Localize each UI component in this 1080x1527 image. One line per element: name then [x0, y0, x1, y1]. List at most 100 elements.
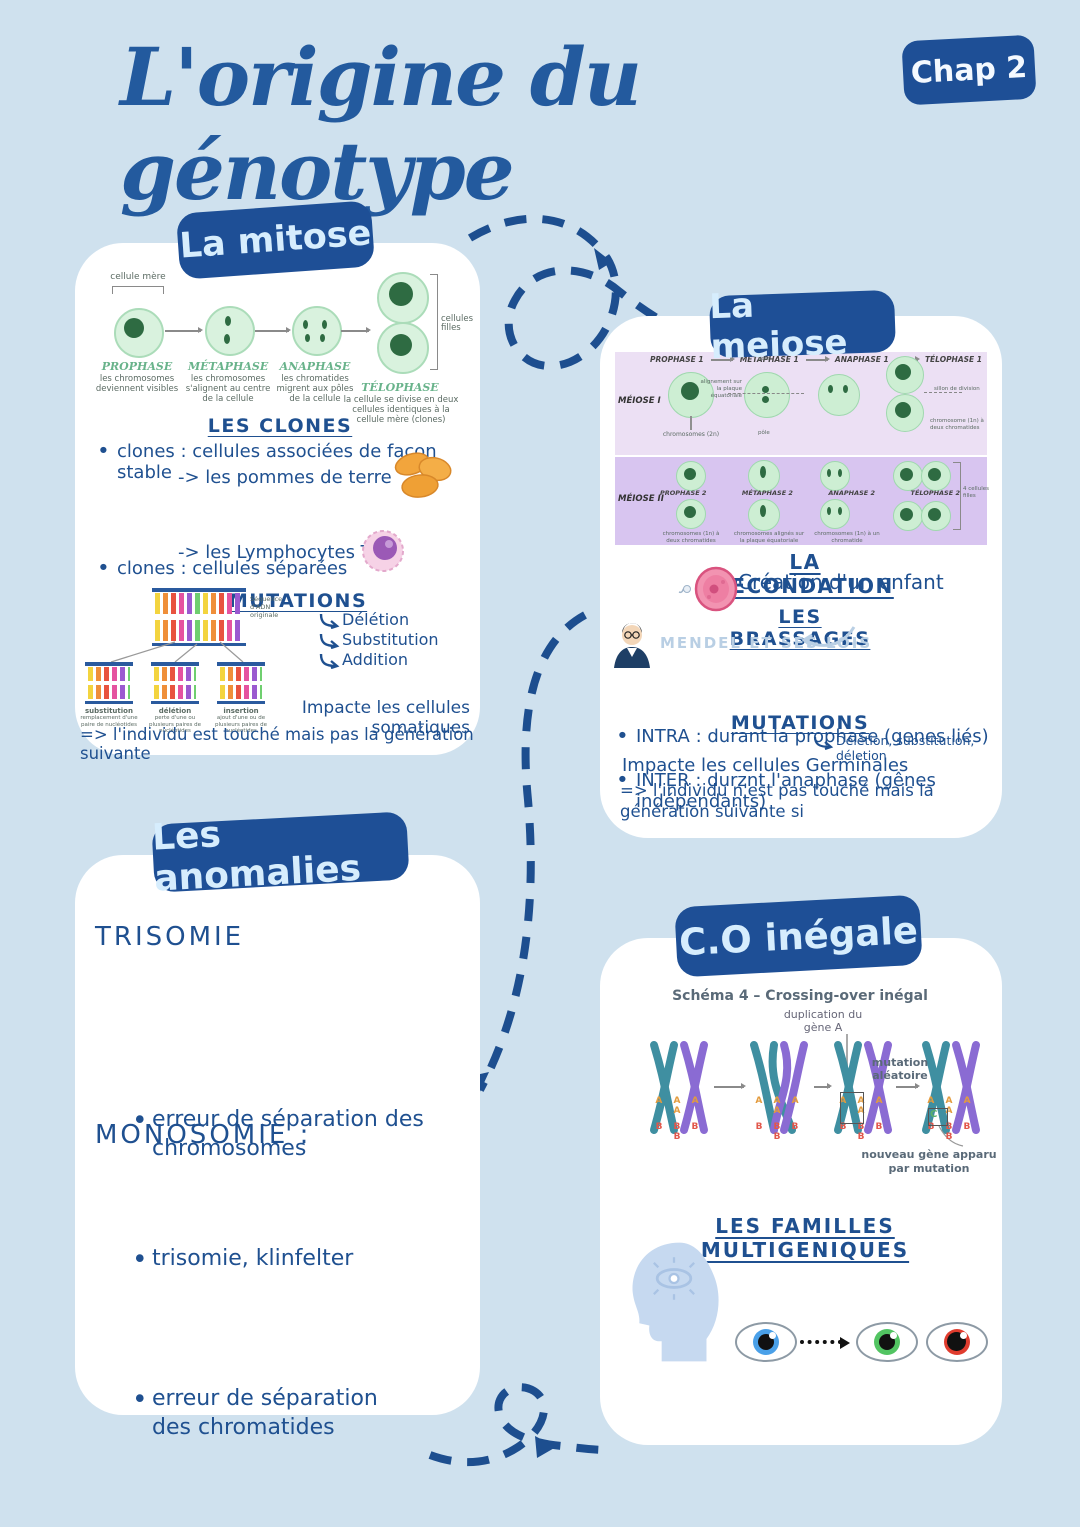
dna-diagram-desc: perte d'une ou plusieurs paires de nuclé…: [148, 715, 202, 735]
gene-b-row: B B B B: [927, 1122, 975, 1142]
gene-a-row: A A A A: [839, 1096, 887, 1116]
dna-diagram-desc: remplacement d'une paire de nucléotides: [80, 715, 138, 728]
meiose2-label: MÉIOSE II: [618, 494, 664, 504]
mutation-type: Addition: [342, 650, 409, 669]
phase-label: TÉLOPHASE: [361, 381, 439, 394]
monosomie-item: erreur de séparation des chromatides: [130, 1383, 412, 1442]
branch-arrow-icon: [319, 653, 340, 669]
ann-pole-bottom: pôle: [758, 430, 770, 436]
badge-meiose: La meiose: [709, 286, 897, 367]
new-gene-pointer-line: [938, 1125, 964, 1147]
branch-arrow-icon: [319, 633, 340, 649]
intra-item: INTRA : durant la prophase (genes liés): [614, 724, 1026, 749]
trisomie-heading: TRISOMIE: [95, 922, 245, 952]
clone-item-1: clones : cellules associées de façon sta…: [95, 439, 477, 483]
meiose-mutation-types: Délétion, substitution, déletion: [836, 733, 975, 763]
clone-item-1-sub: -> les pommes de terre: [178, 467, 392, 488]
familles-heading: LES FAMILLES MULTIGENIQUES: [700, 1214, 910, 1262]
lymphocyte-icon: [362, 530, 404, 572]
ann-4-cellules: 4 cellules filles: [963, 486, 989, 499]
dna-branch-lines: [110, 641, 244, 663]
green-eye-icon: [856, 1322, 918, 1362]
gene-a-row: A A A A: [755, 1096, 803, 1116]
branch-arrow-icon: [813, 736, 834, 750]
chapter-badge: Chap 2: [901, 34, 1037, 106]
dna-diagram-name: délétion: [158, 707, 192, 715]
gene-b-row: B B B B: [655, 1122, 703, 1142]
arrow-icon: [896, 1083, 920, 1089]
trisomie-item: erreur de séparation des chromosomes: [130, 1104, 452, 1163]
phase-label: MÉTAPHASE: [188, 360, 269, 373]
dna-diagram-name: substitution: [85, 707, 133, 715]
new-gene-label: nouveau gène apparu par mutation: [861, 1148, 997, 1175]
chromosome-pair-1: [650, 1041, 708, 1134]
mutation-arrow-label: mutation aléatoire: [871, 1056, 929, 1083]
badge-crossing-over: C.O inégale: [674, 894, 923, 978]
fecondation-text: Création d'un enfant: [738, 570, 944, 594]
meiose-impact: Impacte les cellules Germinales: [622, 755, 909, 776]
new-gene-letter: C: [930, 1109, 938, 1120]
new-gene-box: [928, 1108, 948, 1126]
mendel-icon: [614, 623, 650, 668]
egg-cell-icon: [678, 566, 738, 612]
red-eye-icon: [926, 1322, 988, 1362]
monosomie-heading: MONOSOMIE :: [95, 1120, 312, 1150]
dna-deletion-diagram: [151, 662, 199, 704]
mutations-heading: MUTATIONS: [228, 590, 368, 612]
ann2-chromosomes-1n-2c: chromosomes (1n) à deux chromatides: [662, 531, 720, 544]
potatoes-icon: [394, 452, 452, 498]
arrow-icon: [341, 327, 371, 333]
dna-substitution-diagram: [85, 662, 133, 704]
schema-title: Schéma 4 – Crossing-over inégal: [672, 988, 928, 1004]
daughter-cells-label: cellules filles: [441, 314, 474, 334]
phase-desc: la cellule se divise en deux cellules id…: [343, 395, 459, 426]
ann-alignement: alignement sur la plaque équatoriale: [700, 379, 742, 399]
duplicated-gene-box: [840, 1092, 864, 1124]
metaphase-cell: [205, 306, 255, 356]
clones-heading: LES CLONES: [207, 415, 353, 437]
phase-label: ANAPHASE: [279, 360, 351, 373]
four-cells-bracket: [953, 462, 961, 530]
chromosome-pair-4-mutated: [922, 1041, 980, 1134]
mother-cell-bracket: [112, 286, 164, 294]
meiose1-phase: ANAPHASE 1: [834, 355, 889, 364]
meiose2-phase: MÉTAPHASE 2: [741, 489, 793, 497]
arrow-icon: [255, 327, 291, 333]
phase-desc: les chromatides migrent aux pôles de la …: [276, 374, 354, 405]
meiose-mutations-heading: MUTATIONS: [730, 712, 870, 734]
gene-b-row: B B B B: [839, 1122, 887, 1142]
ann-chromosomes-2n: chromosomes (2n): [662, 431, 720, 438]
inter-item: INTER : durznt l'anaphase (gênes indépen…: [614, 768, 1036, 812]
meiose2-phase: PROPHASE 2: [660, 489, 707, 497]
monosomie-item: turner: [130, 1523, 412, 1527]
clone-item-2: clones : cellules séparées: [95, 556, 457, 581]
daughter-cells-bracket: [430, 274, 438, 370]
dna-diagram-desc: ajout d'une ou de plusieurs paires de nu…: [214, 715, 268, 735]
mutation-type: Délétion: [342, 610, 410, 629]
ann2-chromosomes-1n-1c: chromosomes (1n) à un chromatide: [814, 531, 880, 544]
meiose2-phase: ANAPHASE 2: [828, 489, 876, 497]
meiose2-phase: TÉLOPHASE 2: [910, 489, 960, 497]
fecondation-heading: LA FECONDATION: [716, 550, 894, 598]
branch-arrow-icon: [319, 613, 340, 629]
mitose-impact: Impacte les cellules somatiques: [301, 698, 470, 738]
ann-chromosome-1n-2c: chromosome (1n) à deux chromatides: [930, 418, 984, 431]
mitose-conclusion: => l'individu est touché mais pas la gén…: [80, 725, 474, 763]
meiose1-phase: TÉLOPHASE 1: [924, 355, 982, 364]
arrow-icon: [814, 1083, 832, 1089]
chromosome-pair-2-crossing: [750, 1041, 808, 1134]
trisomie-item: trisomie, klinfelter: [130, 1244, 452, 1275]
gene-a-row: A A A A: [927, 1096, 975, 1116]
meiose1-phase: PROPHASE 1: [650, 355, 704, 364]
phase-desc: les chromosomes deviennent visibles: [95, 374, 179, 395]
duplication-label: duplication du gène A: [783, 1008, 863, 1035]
meiose1-label: MÉIOSE I: [618, 396, 661, 406]
phase-label: PROPHASE: [101, 360, 173, 373]
dna-insertion-diagram: [217, 662, 265, 704]
ann2-alignes: chromosomes alignés sur la plaque équato…: [733, 531, 805, 544]
badge-mitose: La mitose: [175, 200, 376, 280]
arrow-icon: [714, 1083, 746, 1089]
ann-pole-top: pôle: [758, 356, 770, 362]
gene-a-row: A A A A: [655, 1096, 703, 1116]
phase-desc: les chromosomes s'alignent au centre de …: [185, 374, 271, 405]
